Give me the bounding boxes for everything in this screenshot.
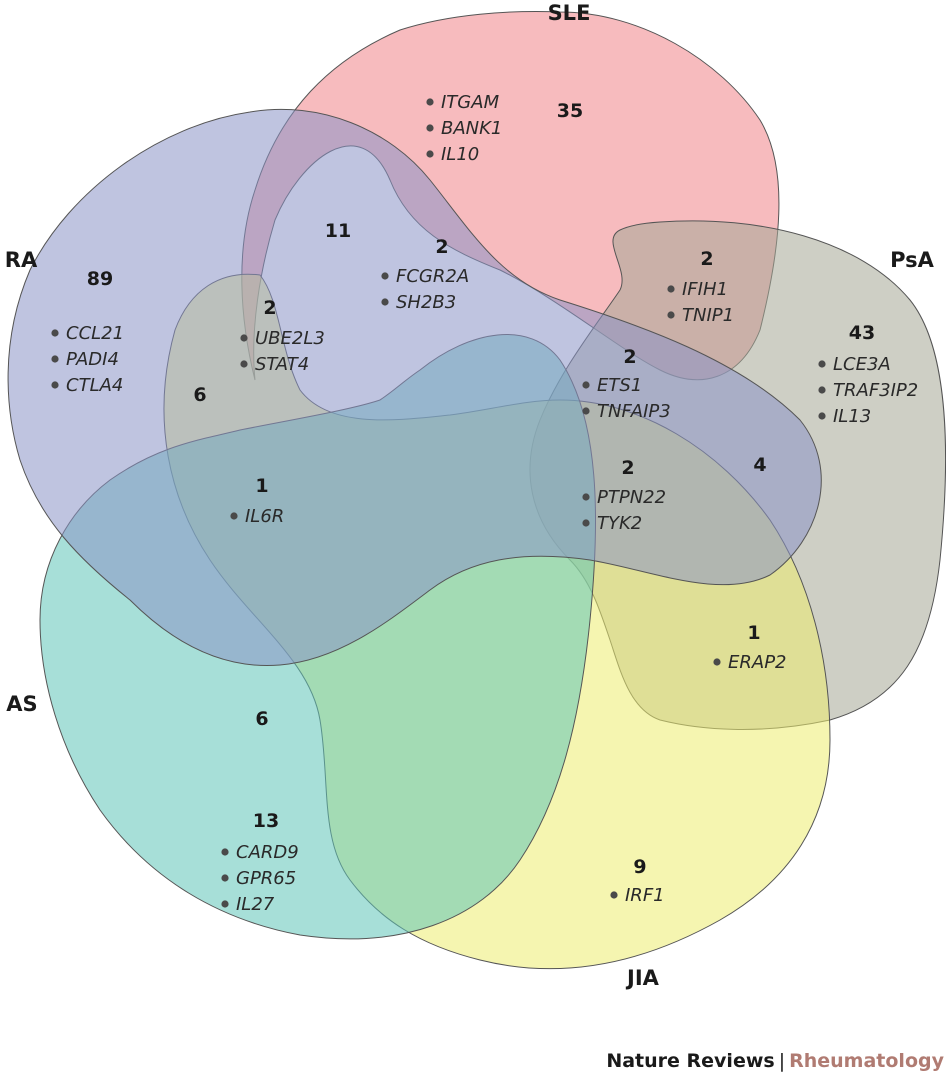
set-label-psa: PsA: [890, 248, 935, 272]
gene-name: IRF1: [625, 885, 665, 906]
gene-bullet-icon: [667, 311, 675, 319]
gene-name: TYK2: [597, 513, 642, 534]
gene-bullet-icon: [426, 98, 434, 106]
gene-name: PTPN22: [597, 487, 666, 508]
gene-bullet-icon: [667, 285, 675, 293]
gene-name: ETS1: [597, 375, 642, 396]
gene-name: LCE3A: [833, 354, 891, 375]
gene-name: IFIH1: [682, 279, 728, 300]
gene-bullet-icon: [582, 493, 590, 501]
region-count: 2: [700, 248, 713, 270]
gene-bullet-icon: [426, 150, 434, 158]
gene-name: IL13: [833, 406, 871, 427]
gene-name: BANK1: [441, 118, 502, 139]
gene-name: IL6R: [245, 506, 284, 527]
gene-bullet-icon: [51, 355, 59, 363]
region-count: 2: [623, 346, 636, 368]
region-count: 9: [633, 856, 646, 878]
gene-bullet-icon: [221, 874, 229, 882]
region-count: 4: [753, 454, 766, 476]
gene-name: IL27: [236, 894, 275, 915]
set-label-jia: JIA: [625, 966, 660, 990]
gene-bullet-icon: [582, 407, 590, 415]
region-count: 1: [255, 475, 268, 497]
region-count: 43: [849, 322, 875, 344]
gene-name: SH2B3: [396, 292, 456, 313]
gene-bullet-icon: [221, 900, 229, 908]
gene-name: UBE2L3: [255, 328, 325, 349]
gene-name: FCGR2A: [396, 266, 469, 287]
gene-bullet-icon: [818, 386, 826, 394]
region-count: 11: [325, 220, 351, 242]
footer-separator: |: [778, 1050, 786, 1072]
gene-bullet-icon: [426, 124, 434, 132]
gene-name: ITGAM: [441, 92, 500, 113]
gene-name: GPR65: [236, 868, 296, 889]
gene-bullet-icon: [582, 381, 590, 389]
set-labels: SLE PsA JIA AS RA: [5, 1, 935, 990]
gene-bullet-icon: [582, 519, 590, 527]
region-count: 13: [253, 810, 279, 832]
set-label-as: AS: [6, 692, 37, 716]
region-count: 35: [557, 100, 583, 122]
region-count: 1: [747, 622, 760, 644]
gene-name: STAT4: [255, 354, 309, 375]
gene-bullet-icon: [51, 329, 59, 337]
gene-bullet-icon: [818, 412, 826, 420]
gene-bullet-icon: [610, 891, 618, 899]
journal-subject: Rheumatology: [789, 1050, 944, 1072]
journal-name: Nature Reviews: [606, 1050, 775, 1072]
gene-name: CTLA4: [66, 375, 123, 396]
gene-name: ERAP2: [728, 652, 787, 673]
journal-credit: Nature Reviews|Rheumatology: [606, 1050, 944, 1072]
gene-bullet-icon: [51, 381, 59, 389]
set-label-sle: SLE: [548, 1, 591, 25]
shape-ra: [7, 108, 822, 667]
gene-name: IL10: [441, 144, 479, 165]
gene-bullet-icon: [221, 848, 229, 856]
gene-name: TNFAIP3: [597, 401, 671, 422]
region-count: 89: [87, 268, 113, 290]
set-label-ra: RA: [5, 248, 38, 272]
gene-name: TRAF3IP2: [833, 380, 918, 401]
gene-bullet-icon: [381, 272, 389, 280]
gene-bullet-icon: [240, 334, 248, 342]
gene-bullet-icon: [713, 658, 721, 666]
set-shapes: [7, 11, 946, 970]
region-count: 6: [255, 708, 268, 730]
gene-bullet-icon: [381, 298, 389, 306]
region-count: 2: [435, 236, 448, 258]
gene-name: CCL21: [66, 323, 124, 344]
region-count: 2: [263, 297, 276, 319]
gene-bullet-icon: [240, 360, 248, 368]
region-count: 6: [193, 384, 206, 406]
gene-bullet-icon: [230, 512, 238, 520]
gene-name: TNIP1: [682, 305, 734, 326]
region-count: 2: [621, 457, 634, 479]
gene-name: PADI4: [66, 349, 119, 370]
gene-bullet-icon: [818, 360, 826, 368]
gene-name: CARD9: [236, 842, 299, 863]
